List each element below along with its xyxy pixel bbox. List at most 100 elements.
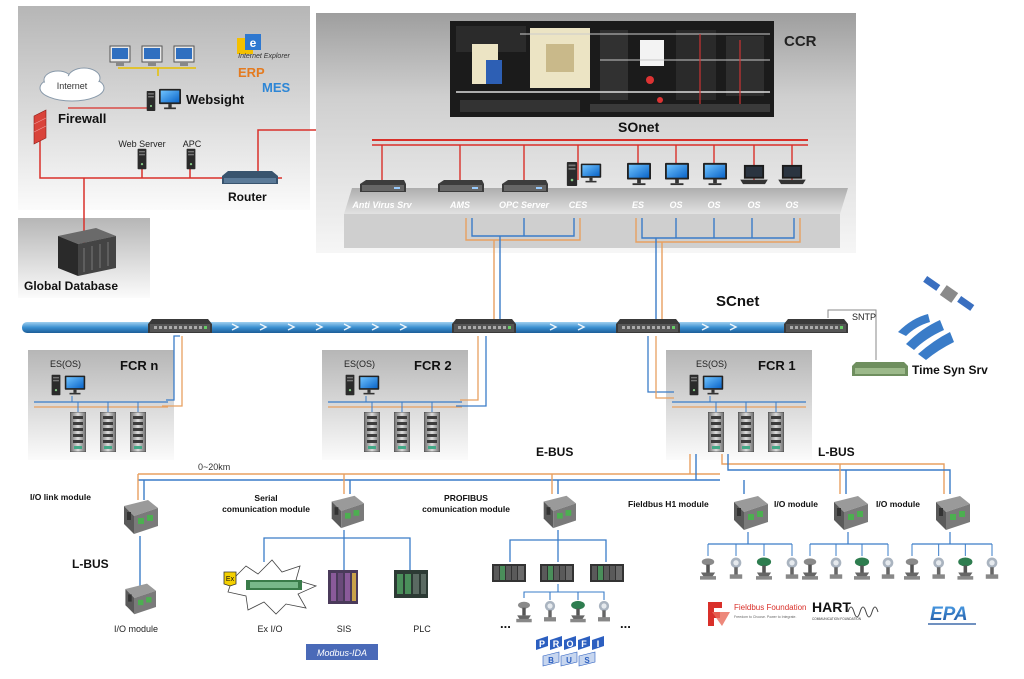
firewall-icon xyxy=(33,109,47,145)
ccr-station-label: OS xyxy=(747,200,760,210)
ccr-station-label: Anti Virus Srv xyxy=(351,200,412,210)
scnet-bus xyxy=(22,322,802,333)
io-module-icon xyxy=(936,496,970,530)
field-device-icon xyxy=(904,558,920,580)
global-database-label: Global Database xyxy=(24,279,118,293)
fcr-1-label: FCR 1 xyxy=(758,358,796,373)
epa-label: EPA xyxy=(930,604,968,625)
ccr-server-icon xyxy=(438,180,484,192)
ccr-station-label: CES xyxy=(569,200,588,210)
profibus-module-label-1: PROFIBUS xyxy=(444,493,488,503)
fieldbus-foundation-label: Fieldbus Foundation xyxy=(734,603,807,612)
scnet-switch-icon xyxy=(784,319,848,333)
global-database-icon xyxy=(58,228,116,276)
serial-module-label-2: comunication module xyxy=(222,504,310,514)
ebus-label: E-BUS xyxy=(536,445,573,459)
ex-io-label: Ex I/O xyxy=(257,624,282,634)
ex-hazard-icon xyxy=(223,571,237,587)
bus-letter: S xyxy=(584,656,590,665)
sis-label: SIS xyxy=(337,624,352,634)
field-device-icon xyxy=(829,557,843,579)
profibus-field-device-icon xyxy=(544,600,556,622)
ex-badge-label: Ex xyxy=(226,576,235,583)
field-device-icon xyxy=(854,557,870,580)
fcr-n-es-label: ES(OS) xyxy=(50,359,81,369)
io-link-module-icon xyxy=(124,500,158,534)
ccr-station-label: OS xyxy=(669,200,682,210)
profi-letter: O xyxy=(566,639,573,649)
io-module-label-2: I/O module xyxy=(876,499,920,509)
client-monitor-icon xyxy=(109,45,131,66)
fcr-cabinet-icon xyxy=(768,412,784,452)
bus-letter: B xyxy=(548,656,554,665)
field-device-icon xyxy=(881,557,895,579)
io-module-label-1: I/O module xyxy=(774,499,818,509)
ccr-station-label: OS xyxy=(707,200,720,210)
sonet-label: SOnet xyxy=(618,119,660,135)
scnet-label: SCnet xyxy=(716,293,759,310)
profibus-rack-icon xyxy=(492,564,526,582)
fcr-cabinet-icon xyxy=(70,412,86,452)
sntp-label: SNTP xyxy=(852,312,876,322)
websight-label: Websight xyxy=(186,92,245,107)
web-server-label: Web Server xyxy=(118,139,165,149)
fcr-1-es-label: ES(OS) xyxy=(696,359,727,369)
signal-waves-icon xyxy=(898,314,954,360)
profi-letter: R xyxy=(553,639,560,649)
field-device-rows xyxy=(700,532,999,580)
hart-label: HART xyxy=(812,599,851,615)
firewall-label: Firewall xyxy=(58,111,106,126)
fcr-cabinet-icon xyxy=(738,412,754,452)
router-icon xyxy=(222,171,278,184)
web-server-icon xyxy=(137,148,147,170)
field-device-icon xyxy=(700,558,716,580)
ccr-laptop-icon xyxy=(740,164,768,185)
fcr-cabinet-icon xyxy=(424,412,440,452)
profibus-module-icon xyxy=(543,495,576,529)
fcr-cabinet-icon xyxy=(100,412,116,452)
field-device-icon xyxy=(985,557,999,579)
client-monitor-icon xyxy=(141,45,163,66)
fcr-cabinet-icon xyxy=(708,412,724,452)
internet-explorer-label: Internet Explorer xyxy=(238,53,290,60)
internet-label: Internet xyxy=(57,81,88,91)
svg-text:e: e xyxy=(250,36,257,50)
ex-io-burst-icon xyxy=(227,559,318,615)
ces-tower-icon xyxy=(566,162,578,186)
scnet-switch-icon xyxy=(616,319,680,333)
time-server-label: Time Syn Srv xyxy=(912,363,988,377)
field-device-icon xyxy=(802,558,818,580)
fcr-tower-icon xyxy=(345,374,355,396)
ccr-station-label: OPC Server xyxy=(499,200,550,210)
field-device-icon xyxy=(785,557,799,579)
fcr-cabinet-icon xyxy=(394,412,410,452)
hart-subtitle: COMMUNICATION FOUNDATION xyxy=(812,617,862,621)
profibus-module-label-2: comunication module xyxy=(422,504,510,514)
io-link-module-label: I/O link module xyxy=(30,492,91,502)
profibus-field-device-icon xyxy=(570,600,586,623)
fcr-2-es-label: ES(OS) xyxy=(344,359,375,369)
plc-icon xyxy=(394,570,428,598)
plc-label: PLC xyxy=(413,624,431,634)
lbus-right-label: L-BUS xyxy=(818,445,855,459)
client-monitor-icon xyxy=(173,45,195,66)
io-module-bottom-icon xyxy=(125,583,156,615)
apc-server-icon xyxy=(186,148,196,170)
apc-label: APC xyxy=(183,139,202,149)
ccr-server-icon xyxy=(360,180,406,192)
router-label: Router xyxy=(228,190,267,204)
lbus-left-label: L-BUS xyxy=(72,557,109,571)
ccr-server-icon xyxy=(502,180,548,192)
fcr-cabinet-icon xyxy=(130,412,146,452)
ccr-label: CCR xyxy=(784,33,817,50)
profibus-field-device-icon xyxy=(516,601,532,623)
fieldbus-foundation-logo xyxy=(708,602,730,626)
fcr-n-label: FCR n xyxy=(120,358,158,373)
fieldbus-h1-label: Fieldbus H1 module xyxy=(628,499,709,509)
fieldbus-foundation-subtitle: Freedom to Choose. Power to Integrate. xyxy=(734,615,796,619)
fcr-equipment xyxy=(34,374,806,452)
ccr-desk xyxy=(344,188,848,214)
